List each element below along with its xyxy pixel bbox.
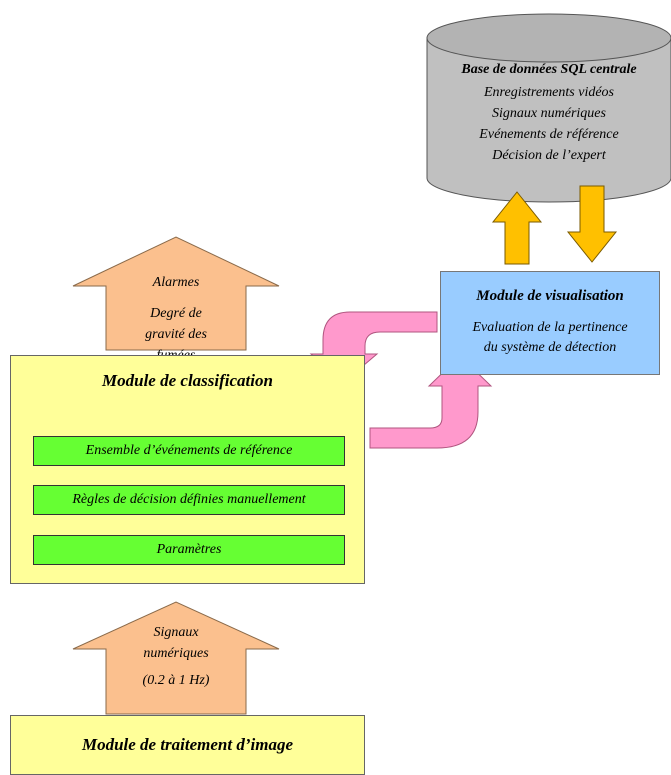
signal-arrow — [72, 601, 280, 715]
up-arrow-to-database — [491, 191, 543, 265]
visualisation-line2: du système de détection — [483, 340, 617, 355]
classification-item-decision-rules: Règles de décision définies manuellement — [33, 485, 345, 515]
database-title: Base de données SQL centrale — [461, 62, 637, 77]
classification-item-reference-events: Ensemble d’événements de référence — [33, 436, 345, 466]
down-arrow-from-database — [566, 185, 618, 263]
alarm-detail-line2: gravité des — [145, 327, 207, 342]
signal-line2: numériques — [143, 646, 209, 661]
visualisation-line1: Evaluation de la pertinence — [472, 320, 628, 335]
database-cylinder — [426, 13, 671, 203]
image-processing-title: Module de traitement d’image — [81, 735, 294, 754]
classification-item-parameters: Paramètres — [33, 535, 345, 565]
alarm-detail-line1: Degré de — [150, 306, 202, 321]
signal-line3: (0.2 à 1 Hz) — [142, 673, 210, 688]
classification-title: Module de classification — [102, 371, 273, 390]
database-item-evenements: Evénements de référence — [479, 127, 619, 142]
database-item-videos: Enregistrements vidéos — [484, 85, 614, 100]
visualisation-module — [440, 271, 660, 375]
alarm-arrow — [72, 236, 280, 351]
database-item-decision: Décision de l’expert — [492, 148, 606, 163]
visualisation-title: Module de visualisation — [476, 288, 624, 304]
database-item-signaux: Signaux numériques — [492, 106, 606, 121]
alarm-label: Alarmes — [152, 275, 200, 290]
pink-arrow-to-visualisation — [369, 355, 493, 449]
signal-line1: Signaux — [153, 625, 199, 640]
